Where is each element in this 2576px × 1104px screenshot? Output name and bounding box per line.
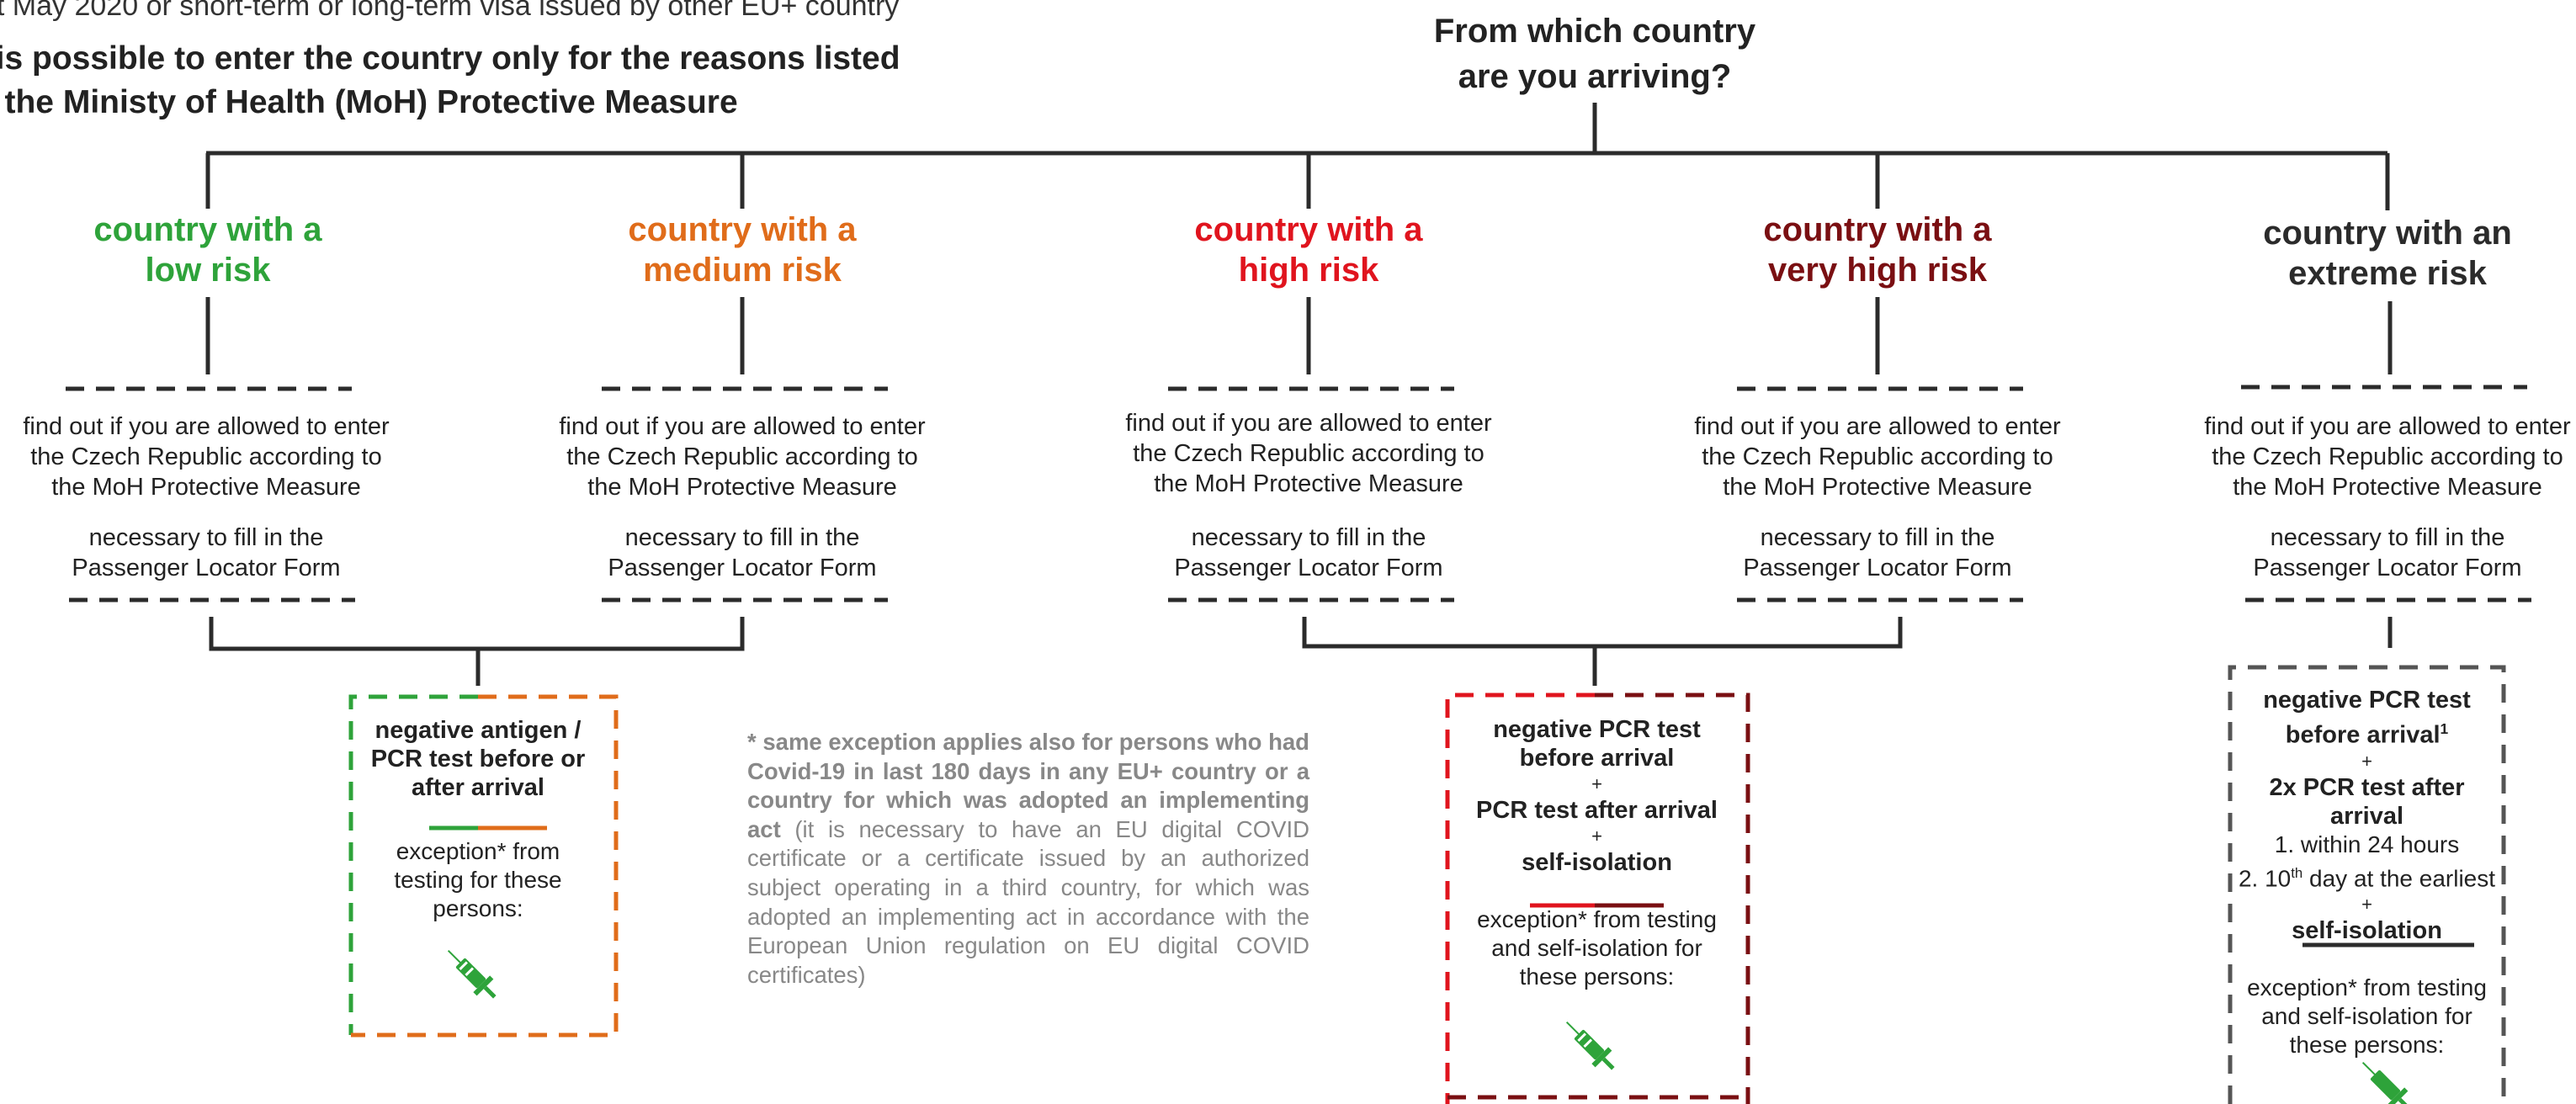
- plus-sign: +: [2361, 893, 2372, 915]
- box-high-exception: exception* from testing: [1477, 906, 1717, 932]
- category-line: extreme risk: [2288, 255, 2487, 292]
- box-low-border-green: [348, 694, 478, 1035]
- box-low-exception: exception* from: [396, 838, 560, 864]
- question-line-2: are you arriving?: [1458, 58, 1732, 95]
- merge-low-medium: [209, 617, 745, 686]
- plus-sign: +: [1591, 825, 1602, 847]
- syringe-icon: [2361, 1061, 2411, 1104]
- box-extreme: negative PCR test before arrival1 + 2x P…: [2234, 686, 2499, 1059]
- box-extreme-exception: these persons:: [2289, 1031, 2445, 1058]
- category-line: country with a: [1194, 211, 1423, 248]
- box-extreme-line: negative PCR test: [2263, 687, 2471, 714]
- box-high-exception: and self-isolation for: [1491, 935, 1702, 961]
- question-line-1: From which country: [1433, 13, 1756, 50]
- exception-footnote: * same exception applies also for person…: [747, 728, 1309, 990]
- category-line: country with a: [628, 211, 857, 248]
- box-low-line: negative antigen /: [374, 717, 582, 744]
- top-line-text: 1st May 2020 or short-term or long-term …: [0, 0, 900, 22]
- box-extreme-line: before arrival1: [2285, 720, 2449, 749]
- box-low-line: after arrival: [412, 774, 544, 801]
- box-low-exception: testing for these: [394, 867, 562, 893]
- category-line: country with a: [1763, 211, 1992, 248]
- box-extreme-border: [2228, 665, 2506, 1104]
- box-extreme-line: 2x PCR test after arrival: [2269, 773, 2465, 830]
- reasons-line-2: in the Ministy of Health (MoH) Protectiv…: [0, 84, 738, 120]
- box-extreme-item: 2. 10th day at the earliest: [2238, 864, 2496, 891]
- box-high-border-darkred: [1595, 693, 1750, 1104]
- category-extreme-risk: country with an extreme risk: [2219, 213, 2556, 294]
- category-high-risk: country with a high risk: [1140, 210, 1477, 290]
- box-extreme-exception: and self-isolation for: [2261, 1002, 2472, 1029]
- box-extreme-exception: exception* from testing: [2247, 974, 2487, 1000]
- plus-sign: +: [1591, 773, 1602, 794]
- box-high-very-high: negative PCR test before arrival + PCR t…: [1452, 715, 1742, 991]
- merge-high-very-high: [1302, 617, 1903, 686]
- category-line: low risk: [145, 252, 271, 289]
- box-extreme-line: self-isolation: [2292, 916, 2442, 944]
- category-line: country with a: [93, 211, 322, 248]
- syringe-icon: [1565, 1021, 1615, 1070]
- category-medium-risk: country with a medium risk: [574, 210, 911, 290]
- box-high-line: PCR test after arrival: [1476, 797, 1718, 824]
- box-high-exception: these persons:: [1519, 963, 1675, 990]
- box-low-line: PCR test before or: [370, 746, 586, 772]
- footnote-bold: * same exception applies also for person…: [747, 729, 1309, 842]
- box-high-line: before arrival: [1519, 745, 1675, 772]
- box-extreme-item: 1. within 24 hours: [2274, 831, 2460, 857]
- syringe-icon: [447, 949, 497, 999]
- question-title: From which country are you arriving?: [1338, 8, 1851, 99]
- category-line: medium risk: [643, 252, 842, 289]
- reasons-line-1: It is possible to enter the country only…: [0, 40, 900, 77]
- category-line: very high risk: [1767, 252, 1988, 289]
- footnote-detail: (it is necessary to have an EU digital C…: [747, 815, 1309, 988]
- box-high-line: negative PCR test: [1493, 716, 1701, 743]
- box-low-border-orange: [351, 694, 619, 1038]
- box-low-medium: negative antigen / PCR test before or af…: [353, 716, 603, 923]
- category-line: high risk: [1238, 252, 1379, 289]
- box-high-line: self-isolation: [1522, 849, 1672, 876]
- category-low-risk: country with a low risk: [40, 210, 376, 290]
- plus-sign: +: [2361, 750, 2372, 772]
- category-line: country with an: [2263, 215, 2512, 252]
- category-very-high-risk: country with a very high risk: [1709, 210, 2046, 290]
- box-low-exception: persons:: [433, 895, 523, 921]
